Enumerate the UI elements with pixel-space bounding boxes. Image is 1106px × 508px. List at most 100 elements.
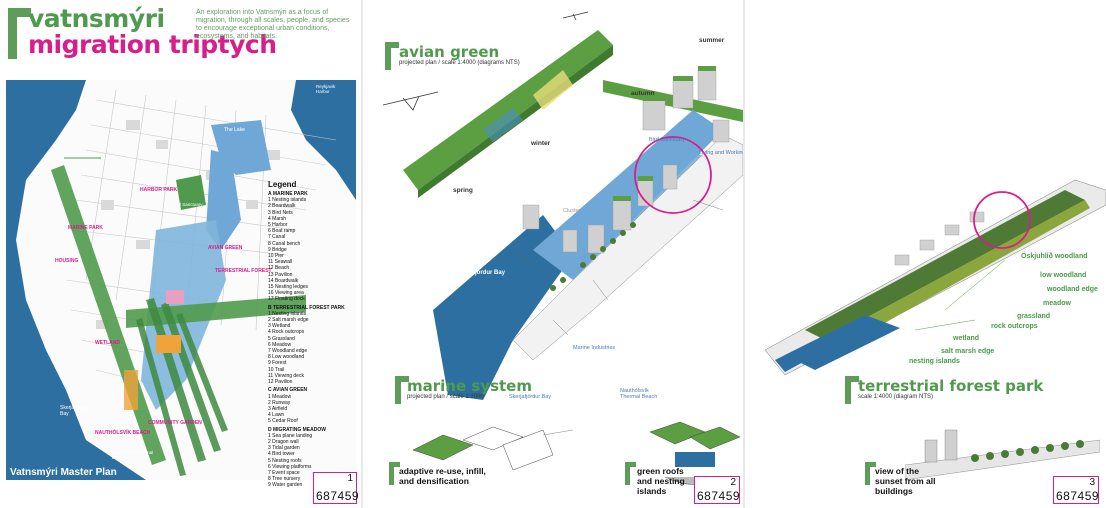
- zone-grassland: grassland: [1017, 313, 1051, 320]
- lake-label: The Lake: [224, 127, 245, 133]
- forest-title: terrestrial forest park: [858, 377, 1044, 395]
- separator: [361, 0, 363, 508]
- legend-item: 2 Dragon wall: [268, 438, 299, 445]
- avian-sub: projected plan / scale 1:4000 (diagrams …: [399, 60, 520, 66]
- legend-item: 2 Runway: [268, 399, 291, 406]
- legend-item: 3 Tidal garden: [268, 445, 300, 452]
- legend-item: 9 Bridge: [268, 246, 287, 253]
- label-marine-industries: Marine Industries: [573, 345, 616, 351]
- legend-item: 4 Bird tower: [268, 451, 295, 458]
- legend-item: 4 Marsh: [268, 215, 287, 222]
- map-label-housing: HOUSING: [55, 258, 79, 264]
- legend-item: 14 Boardwalk: [268, 277, 299, 284]
- board-index: 1: [347, 473, 353, 484]
- legend-item: 6 Boat ramp: [268, 228, 296, 235]
- sunset-view-diagram: [905, 429, 1100, 480]
- zone-meadow: meadow: [1043, 300, 1072, 307]
- zone-low-woodland: low woodland: [1040, 272, 1087, 279]
- sunset-caption: view of the sunset from all buildings: [875, 466, 936, 496]
- bird-sanctuary-label: Bird Sanctuary: [173, 202, 203, 207]
- legend-item: 9 Forest: [268, 360, 287, 367]
- legend-item: 5 Grassland: [268, 335, 295, 342]
- board-number-1: 1 687459: [313, 472, 360, 504]
- legend-item: 11 Seawall: [268, 259, 293, 266]
- intro-text: An exploration into Vatnsmýri as a focus…: [196, 9, 350, 40]
- forest-park-panel: Öskjuhlíð woodland low woodland woodland…: [625, 0, 1106, 508]
- legend-item: 6 Meadow: [268, 341, 292, 348]
- bay-label: Skerjafjördur Bay: [60, 405, 89, 417]
- map-label-beach: NAUTHÓLSVÍK BEACH: [95, 430, 151, 436]
- title-bracket: [8, 8, 31, 59]
- map-label-avian: AVIAN GREEN: [208, 245, 243, 251]
- legend-item: 9 Water garden: [268, 482, 303, 489]
- caption-bracket: [625, 462, 636, 485]
- legend-heading: A MARINE PARK: [268, 191, 308, 197]
- north-label: north: [10, 488, 23, 494]
- legend-item: 3 Bird Nets: [268, 209, 293, 216]
- legend-item: 13 Pavilion: [268, 271, 293, 278]
- legend-item: 12 Pavilion: [268, 379, 293, 386]
- legend-heading: C AVIAN GREEN: [268, 387, 308, 394]
- master-plan-scale: scale 1:5000: [10, 480, 42, 486]
- legend-item: 3 Wetland: [268, 323, 291, 330]
- harbor-label: Reykjavik Harbor: [316, 84, 336, 94]
- legend-item: 12 Beach: [268, 265, 290, 272]
- avian-bracket: [385, 42, 399, 70]
- marine-title: marine system: [407, 377, 532, 395]
- label-living-working: Living and Working: [699, 150, 746, 156]
- zone-wetland: wetland: [953, 335, 980, 342]
- map-label-garden: COMMUNITY GARDEN: [148, 420, 202, 426]
- forest-bracket: [845, 376, 859, 404]
- season-winter: winter: [531, 140, 551, 147]
- season-spring: spring: [453, 187, 473, 194]
- board-id: 687459: [697, 489, 741, 503]
- season-summer: summer: [699, 37, 725, 44]
- board-id: 687459: [316, 489, 360, 503]
- thermal-beach-label: Nauthólsvík Thermal Beach: [620, 388, 658, 400]
- map-label-marine: MARINE PARK: [68, 225, 103, 231]
- legend-item: 5 Nesting roofs: [268, 457, 302, 464]
- legend-item: 16 Viewing area: [268, 290, 304, 297]
- beach-label: Nauthólsvík Thermal Beach: [112, 450, 154, 460]
- caption-bracket: [865, 462, 876, 485]
- map-label-forest: TERRESTRIAL FOREST: [215, 268, 272, 274]
- board-id: 687459: [1056, 489, 1100, 503]
- adaptive-reuse-diagram: [412, 426, 574, 471]
- legend-item: 7 Event space: [268, 469, 300, 476]
- forest-sub: scale 1:4000 (diagram NTS): [858, 394, 934, 400]
- zone-rock-outcrops: rock outcrops: [991, 323, 1038, 330]
- legend-item: 1 Nesting islands: [268, 197, 307, 204]
- zone-salt-marsh: salt marsh edge: [941, 348, 995, 355]
- legend-item: 3 Airfield: [268, 405, 288, 412]
- separator: [743, 0, 745, 508]
- legend-title: Legend: [268, 180, 297, 189]
- board-index: 3: [1089, 477, 1095, 488]
- legend-item: 1 Nesting islands: [268, 310, 307, 317]
- board-number-3: 3 687459: [1053, 476, 1099, 504]
- legend-item: 8 Canal bench: [268, 240, 301, 247]
- legend-heading: B TERRESTRIAL FOREST PARK: [268, 304, 345, 311]
- legend-item: 1 Meadow: [268, 393, 292, 400]
- marine-sub: projected plan / scale 1:2000: [407, 394, 484, 400]
- label-bird-sanctuary: Bird Sanctuary: [649, 137, 686, 143]
- map-label-wetland: WETLAND: [95, 340, 120, 346]
- title-line2: migration triptych: [28, 30, 277, 59]
- legend-item: 17 Floating dock: [268, 296, 305, 303]
- sea-label: Skerjafjördur Bay: [455, 270, 506, 276]
- zone-woodland-edge: woodland edge: [1047, 286, 1098, 293]
- legend-item: 5 Cedar Roof: [268, 418, 298, 425]
- legend-item: 8 Tree nursery: [268, 476, 301, 483]
- board-index: 2: [730, 477, 736, 488]
- legend-item: 4 Lawn: [268, 412, 285, 419]
- map-label-harbor: HARBOR PARK: [140, 187, 178, 193]
- legend-item: 8 Low woodland: [268, 354, 305, 361]
- legend-item: 2 Boardwalk: [268, 203, 296, 210]
- season-autumn: autumn: [631, 90, 655, 97]
- legend-item: 6 Viewing platforms: [268, 463, 312, 470]
- legend-item: 11 Viewing deck: [268, 372, 304, 379]
- adaptive-caption: adaptive re-use, infill, and densificati…: [399, 466, 486, 486]
- legend-item: 10 Trail: [268, 366, 285, 373]
- legend-item: 7 Canal: [268, 234, 286, 241]
